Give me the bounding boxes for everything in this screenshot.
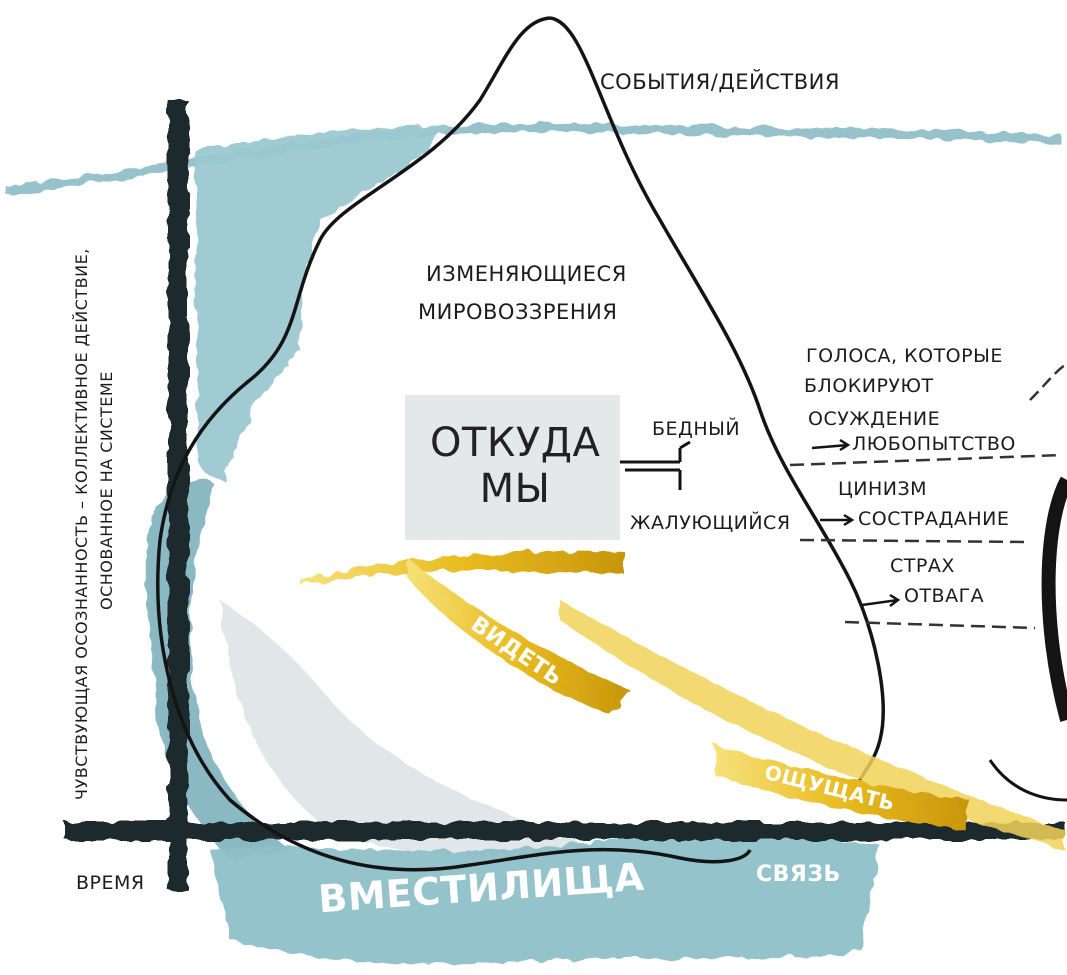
- x-axis-bar: [65, 822, 1065, 840]
- right-swoosh: [990, 760, 1067, 800]
- arrow-1: [812, 440, 848, 450]
- worldviews-line2: МИРОВОЗЗРЕНИЯ: [418, 300, 617, 324]
- voice-pair2-from: ЦИНИЗМ: [838, 478, 927, 500]
- dashed-arc: [1030, 365, 1065, 400]
- voice-pair3-from: СТРАХ: [890, 555, 955, 577]
- grey-smear: [220, 600, 600, 856]
- branch-upper-label: БЕДНЫЙ: [652, 418, 740, 440]
- right-circle-fragment: [1049, 480, 1067, 720]
- voice-pair1-to: ЛЮБОПЫТСТВО: [852, 433, 1016, 455]
- y-axis-label-line1: ЧУВСТВУЮЩАЯ ОСОЗНАННОСТЬ – КОЛЛЕКТИВНОЕ …: [72, 248, 91, 800]
- voices-title-line1: ГОЛОСА, КОТОРЫЕ: [806, 345, 1003, 367]
- voice-pair3-to: ОТВАГА: [904, 585, 984, 607]
- branch-lower-label: ЖАЛУЮЩИЙСЯ: [630, 512, 791, 534]
- x-axis-label: ВРЕМЯ: [76, 872, 145, 894]
- dashed-line-1: [790, 455, 1062, 465]
- events-label: СОБЫТИЯ/ДЕЙСТВИЯ: [600, 70, 840, 94]
- worldviews-line1: ИЗМЕНЯЮЩИЕСЯ: [426, 262, 627, 286]
- y-axis-label-line2: ОСНОВАННОЕ НА СИСТЕМЕ: [97, 371, 116, 610]
- center-label-line1: ОТКУДА: [430, 420, 600, 466]
- gold-sweep: [560, 600, 1065, 850]
- voice-pair2-to: СОСТРАДАНИЕ: [858, 508, 1009, 530]
- gold-stroke-top: [300, 551, 625, 585]
- dashed-line-3: [845, 622, 1035, 628]
- arrow-2: [820, 515, 852, 525]
- events-line: [5, 127, 1062, 190]
- voice-pair1-from: ОСУЖДЕНИЕ: [808, 408, 940, 430]
- voices-title-line2: БЛОКИРУЮТ: [804, 375, 934, 397]
- dashed-line-2: [800, 540, 1030, 542]
- center-label-line2: МЫ: [430, 466, 600, 512]
- branch-connector: [620, 442, 690, 490]
- connection-label: СВЯЗЬ: [756, 862, 841, 887]
- arrow-3: [862, 595, 898, 606]
